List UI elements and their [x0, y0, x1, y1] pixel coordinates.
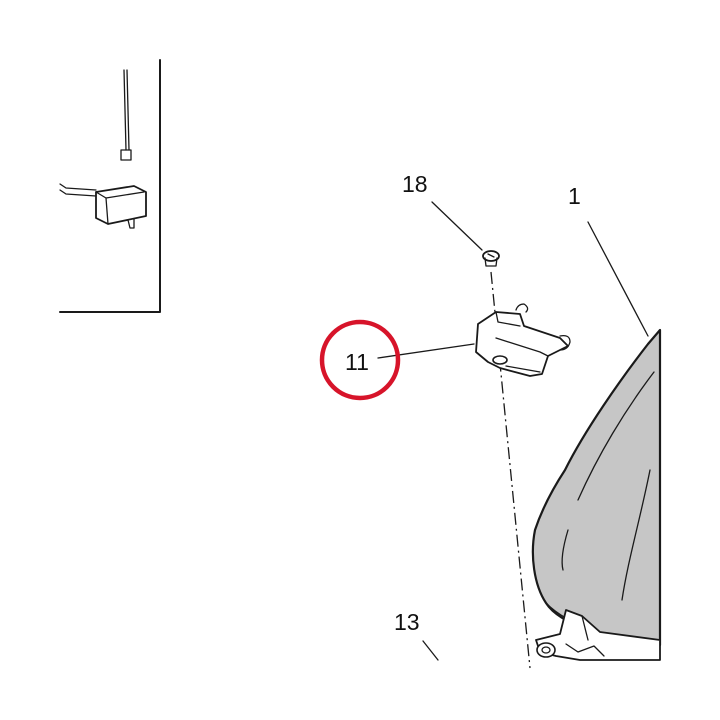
housing-part-1	[531, 328, 662, 661]
leader-line-1	[587, 221, 649, 337]
cable-tie-icon	[120, 69, 132, 161]
inset-detail-panel	[59, 59, 161, 313]
highlight-ring	[319, 319, 401, 401]
inset-frame	[59, 59, 161, 313]
callout-1: 1	[568, 183, 581, 209]
housing-body	[531, 328, 662, 647]
leader-line-13	[422, 640, 439, 661]
leader-line-11	[377, 343, 475, 359]
callout-11: 11	[345, 349, 369, 375]
callout-13: 13	[394, 609, 420, 635]
callout-18: 18	[402, 171, 428, 197]
leader-line-18	[431, 201, 483, 251]
connector-box-icon	[59, 183, 147, 229]
bracket-part-11	[475, 303, 571, 377]
screw-part-18	[482, 250, 500, 267]
